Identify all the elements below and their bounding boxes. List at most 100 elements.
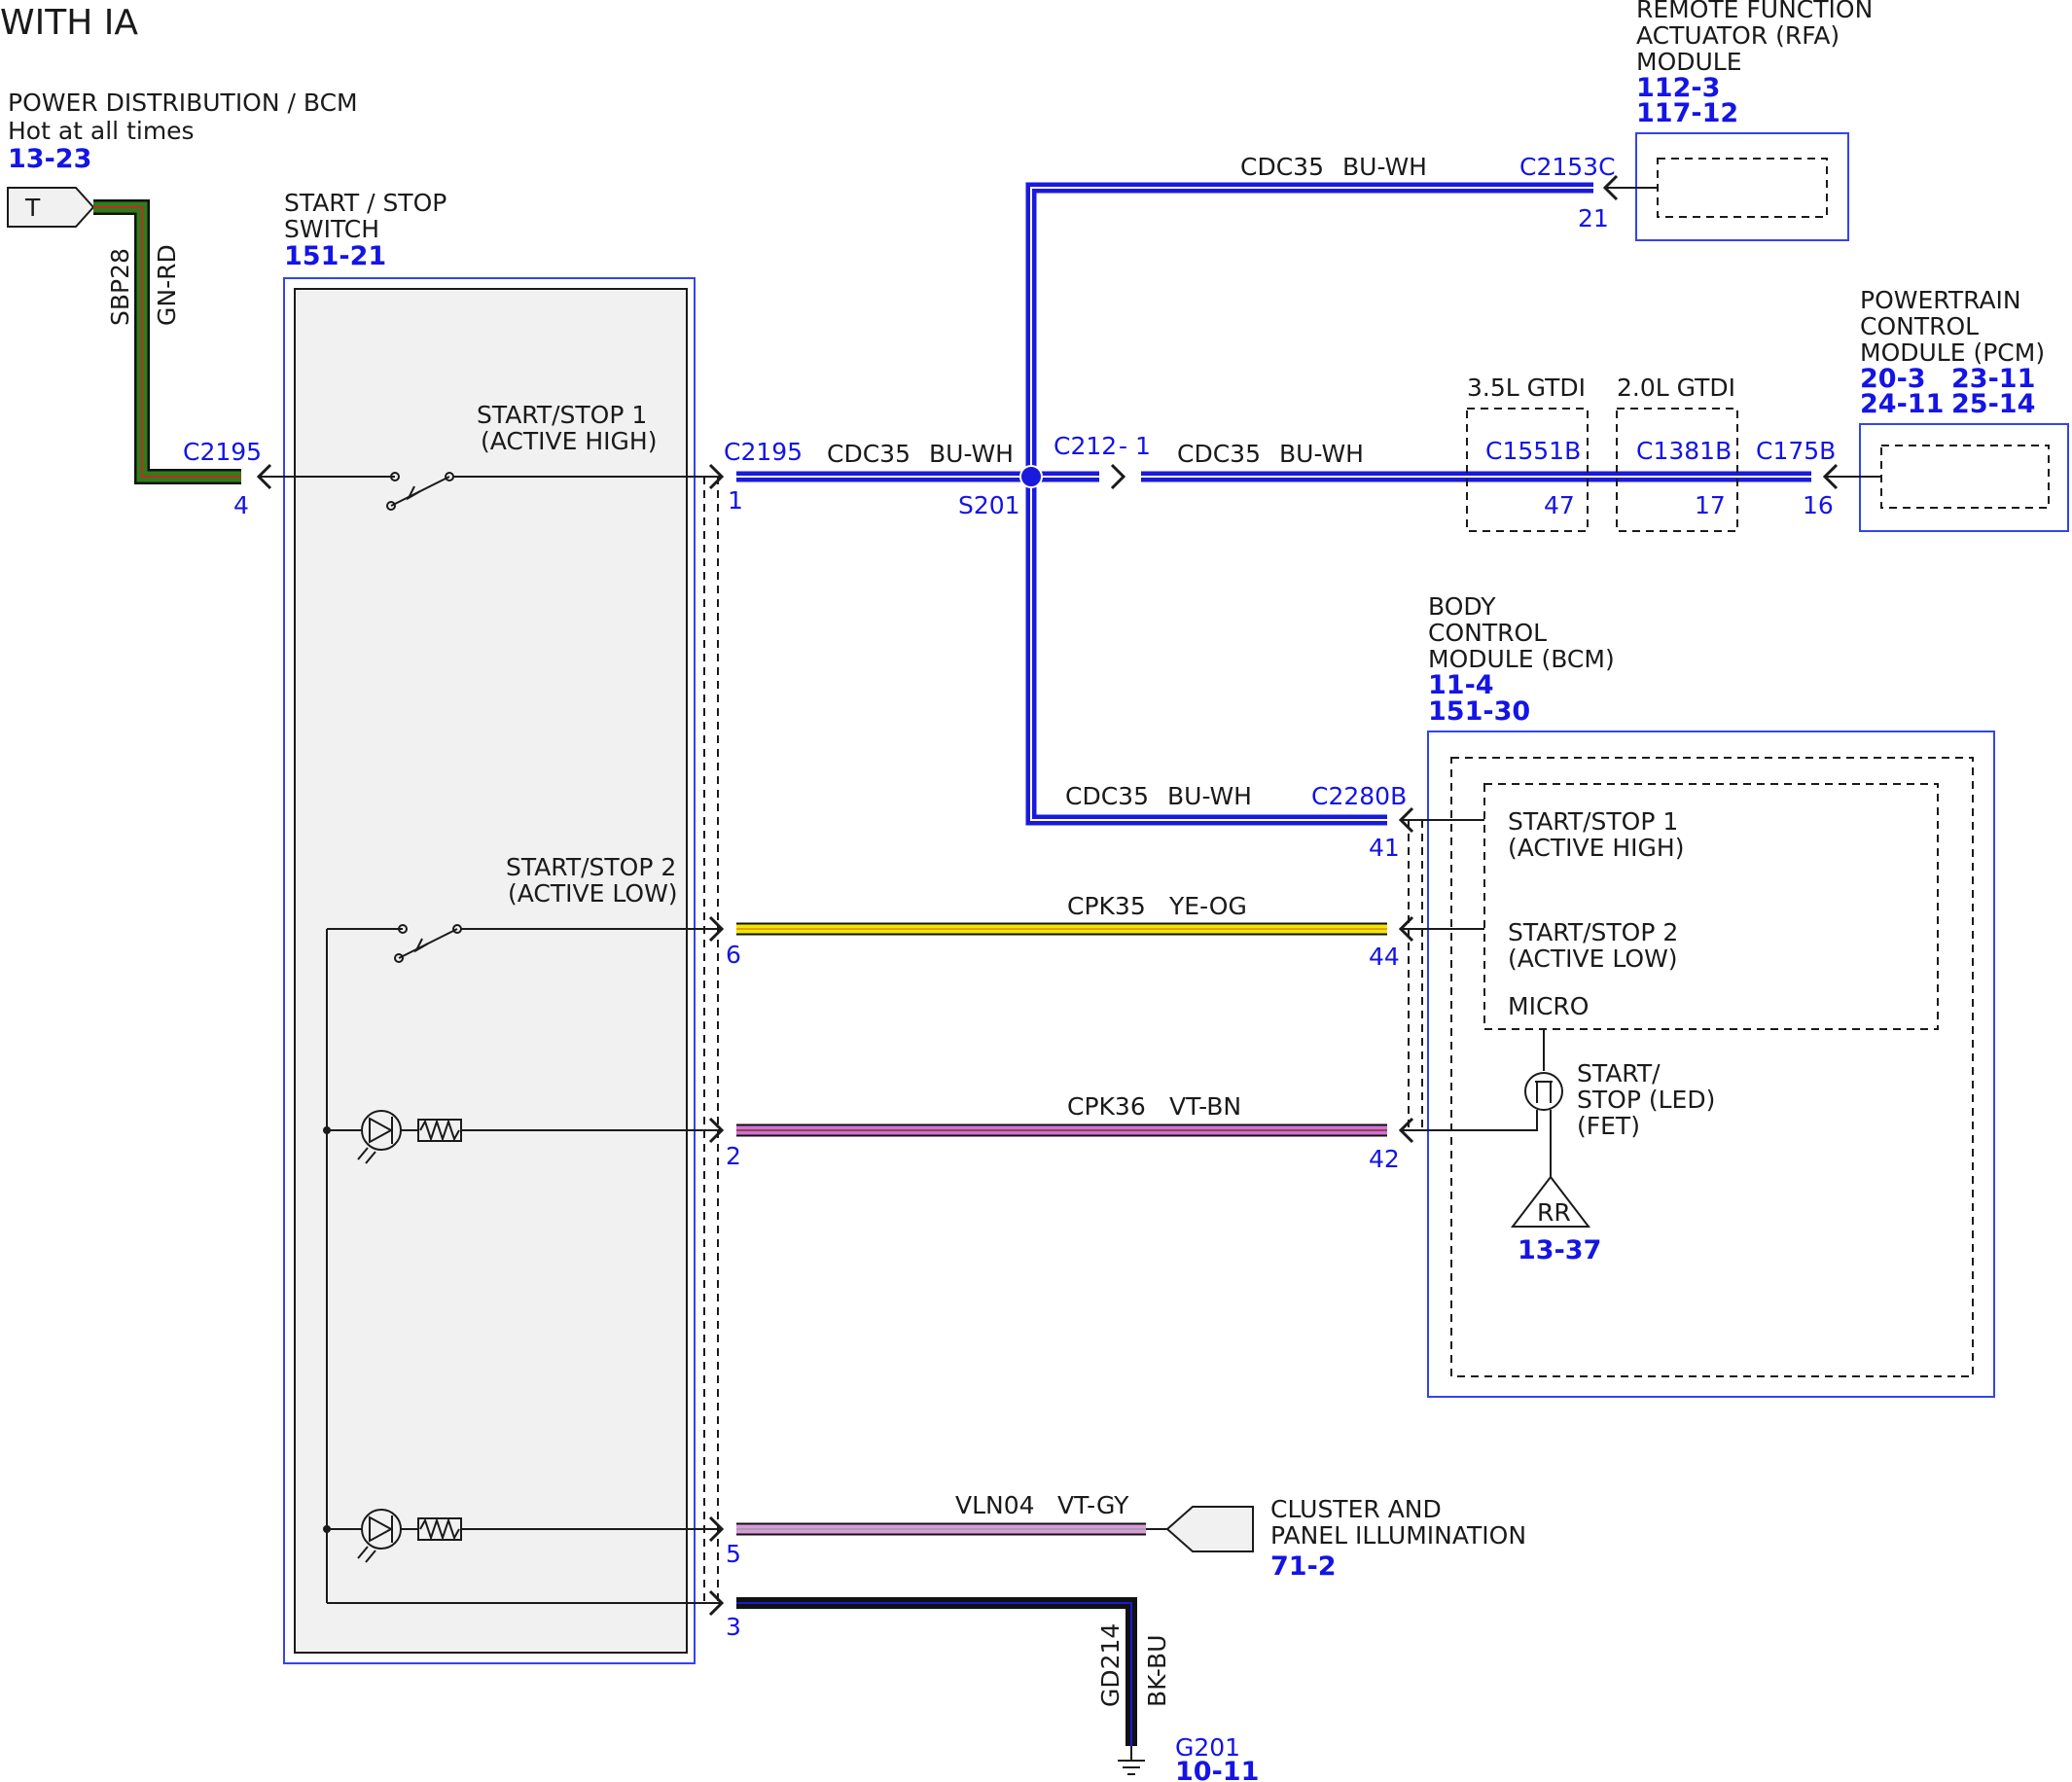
- rfa-line1: REMOTE FUNCTION: [1636, 0, 1873, 23]
- bcm-ref2: 151-30: [1428, 696, 1530, 727]
- w2-circuit: CPK36: [1067, 1092, 1146, 1121]
- led-label-2: STOP (LED): [1577, 1086, 1715, 1114]
- wire-gd214: GD214 BK-BU G201 10-11: [736, 1597, 1259, 1782]
- ground-ref: 10-11: [1175, 1757, 1259, 1782]
- ss1-label-1: START/STOP 1: [477, 401, 647, 429]
- w1-color: BU-WH: [929, 440, 1014, 468]
- gtdi20-connector: C1381B: [1636, 437, 1732, 465]
- rfa-ref1: 112-3: [1636, 73, 1720, 103]
- gtdi35-label: 3.5L GTDI: [1467, 374, 1586, 402]
- arrow-c2153c: [1602, 174, 1619, 201]
- pcm-module: POWERTRAIN CONTROL MODULE (PCM) 20-3 23-…: [1756, 286, 2069, 532]
- switch-name-2: SWITCH: [284, 215, 379, 243]
- ground-name: G201: [1175, 1733, 1240, 1762]
- pin-3: 3: [726, 1613, 741, 1641]
- gtdi-connectors: 3.5L GTDI C1551B 47 2.0L GTDI C1381B 17: [1466, 374, 1738, 532]
- bu-wh-network: S201 CDC35 BU-WH C212 - 1 CDC35 BU-WH CD…: [736, 153, 1811, 826]
- w1-circuit: CDC35: [827, 440, 911, 468]
- splice-s201-label: S201: [958, 491, 1020, 519]
- wire-bk-bu: [736, 1597, 1137, 1746]
- w-top-circuit: CDC35: [1240, 153, 1324, 181]
- rfa-pin: 21: [1578, 204, 1609, 232]
- gtdi35-box: [1466, 408, 1589, 532]
- led1-triangle: [369, 1117, 394, 1144]
- bcm-ref1: 11-4: [1428, 670, 1494, 700]
- w-bcm-color: BU-WH: [1167, 782, 1252, 810]
- rfa-inner-dashed: [1657, 158, 1828, 218]
- power-circuit: SBP28: [106, 248, 134, 326]
- w5-circuit: VLN04: [955, 1491, 1035, 1519]
- w6-circuit: CPK35: [1067, 892, 1146, 920]
- w-bcm-circuit: CDC35: [1065, 782, 1149, 810]
- ss1-contact-c: [386, 501, 396, 511]
- switch-inner-box: [294, 288, 688, 1654]
- ss2-contact-c: [394, 953, 404, 963]
- c212-pin: - 1: [1119, 432, 1151, 460]
- w2-color: VT-BN: [1169, 1092, 1241, 1121]
- led2-triangle: [369, 1515, 394, 1543]
- ss2-blade-arrow: [413, 938, 429, 953]
- cluster-connector-icon: [1165, 1506, 1254, 1552]
- wire-cpk36: CPK36 VT-BN: [736, 1092, 1387, 1137]
- fet-to-pin-42: [1401, 1110, 1538, 1131]
- ss1-label-2: (ACTIVE HIGH): [481, 427, 657, 455]
- pin-5: 5: [726, 1540, 741, 1568]
- splice-s201-dot: [1019, 465, 1043, 488]
- led1-resistor-zigzag: [419, 1118, 460, 1143]
- diagram-title: WITH IA: [0, 3, 138, 43]
- ss2-contact-a: [398, 924, 408, 934]
- switch-name-1: START / STOP: [284, 189, 447, 217]
- ss2-label-1: START/STOP 2: [506, 853, 676, 881]
- terminal-t-label: T: [24, 194, 41, 222]
- ss1-blade-arrow: [406, 485, 421, 501]
- cluster-line1: CLUSTER AND: [1270, 1495, 1442, 1523]
- fet-icon: [1524, 1072, 1563, 1111]
- led-label-1: START/: [1577, 1059, 1661, 1087]
- gtdi20-pin: 17: [1695, 491, 1726, 519]
- pcm-inner-dashed: [1880, 445, 2050, 509]
- arrow-pin-1: [708, 463, 725, 490]
- pcm-line3: MODULE (PCM): [1860, 339, 2045, 367]
- c212-name: C212: [1054, 432, 1117, 460]
- led2-emission-icon: [357, 1546, 376, 1563]
- pcm-line2: CONTROL: [1860, 312, 1979, 340]
- wire-vln04: VLN04 VT-GY CLUSTER AND PANEL ILLUMINATI…: [736, 1491, 1526, 1582]
- arrow-pin-2: [708, 1117, 725, 1144]
- bcm-micro-label: MICRO: [1508, 992, 1589, 1020]
- bcm-module: BODY CONTROL MODULE (BCM) 11-4 151-30 C2…: [1311, 592, 1995, 1398]
- pcm-ref-3: 24-11: [1860, 389, 1944, 419]
- rfa-line2: ACTUATOR (RFA): [1636, 21, 1840, 50]
- w3-circuit: GD214: [1096, 1623, 1125, 1707]
- wire-gn-rd-stripe: [93, 206, 241, 478]
- rfa-connector: C2153C: [1519, 153, 1616, 181]
- power-distribution: POWER DISTRIBUTION / BCM Hot at all time…: [7, 89, 358, 519]
- rr-label: RR: [1537, 1198, 1571, 1227]
- w-top-color: BU-WH: [1342, 153, 1427, 181]
- rfa-frame: [1635, 132, 1849, 241]
- gtdi20-label: 2.0L GTDI: [1617, 374, 1735, 402]
- w3-color: BK-BU: [1143, 1635, 1171, 1708]
- pin-4: 4: [233, 491, 249, 519]
- ss2-label-2: (ACTIVE LOW): [508, 879, 678, 908]
- bcm-in2-label1: START/STOP 2: [1508, 918, 1678, 946]
- pcm-ref-2: 23-11: [1951, 364, 2035, 394]
- pin-6: 6: [726, 941, 741, 969]
- pcm-ref-4: 25-14: [1951, 389, 2035, 419]
- led-label-3: (FET): [1577, 1112, 1640, 1140]
- connector-c2195-right: C2195: [724, 438, 803, 466]
- bcm-in2-label2: (ACTIVE LOW): [1508, 944, 1678, 973]
- bcm-line3: MODULE (BCM): [1428, 645, 1615, 673]
- switch-outer-frame: [283, 277, 696, 1664]
- pcm-ref-1: 20-3: [1860, 364, 1926, 394]
- pin-44: 44: [1369, 943, 1400, 971]
- bcm-micro-dashed: [1483, 783, 1939, 1030]
- arrow-pin-3: [708, 1589, 725, 1617]
- rr-ref: 13-37: [1518, 1235, 1601, 1265]
- arrow-c212: [1110, 463, 1126, 490]
- bcm-in1-label1: START/STOP 1: [1508, 807, 1678, 836]
- start-stop-switch: START / STOP SWITCH 151-21 START/STOP 1 …: [256, 189, 803, 1664]
- gtdi20-box: [1616, 408, 1738, 532]
- bcm-line1: BODY: [1428, 592, 1496, 621]
- pin-42: 42: [1369, 1145, 1400, 1173]
- switch-ref: 151-21: [284, 241, 386, 271]
